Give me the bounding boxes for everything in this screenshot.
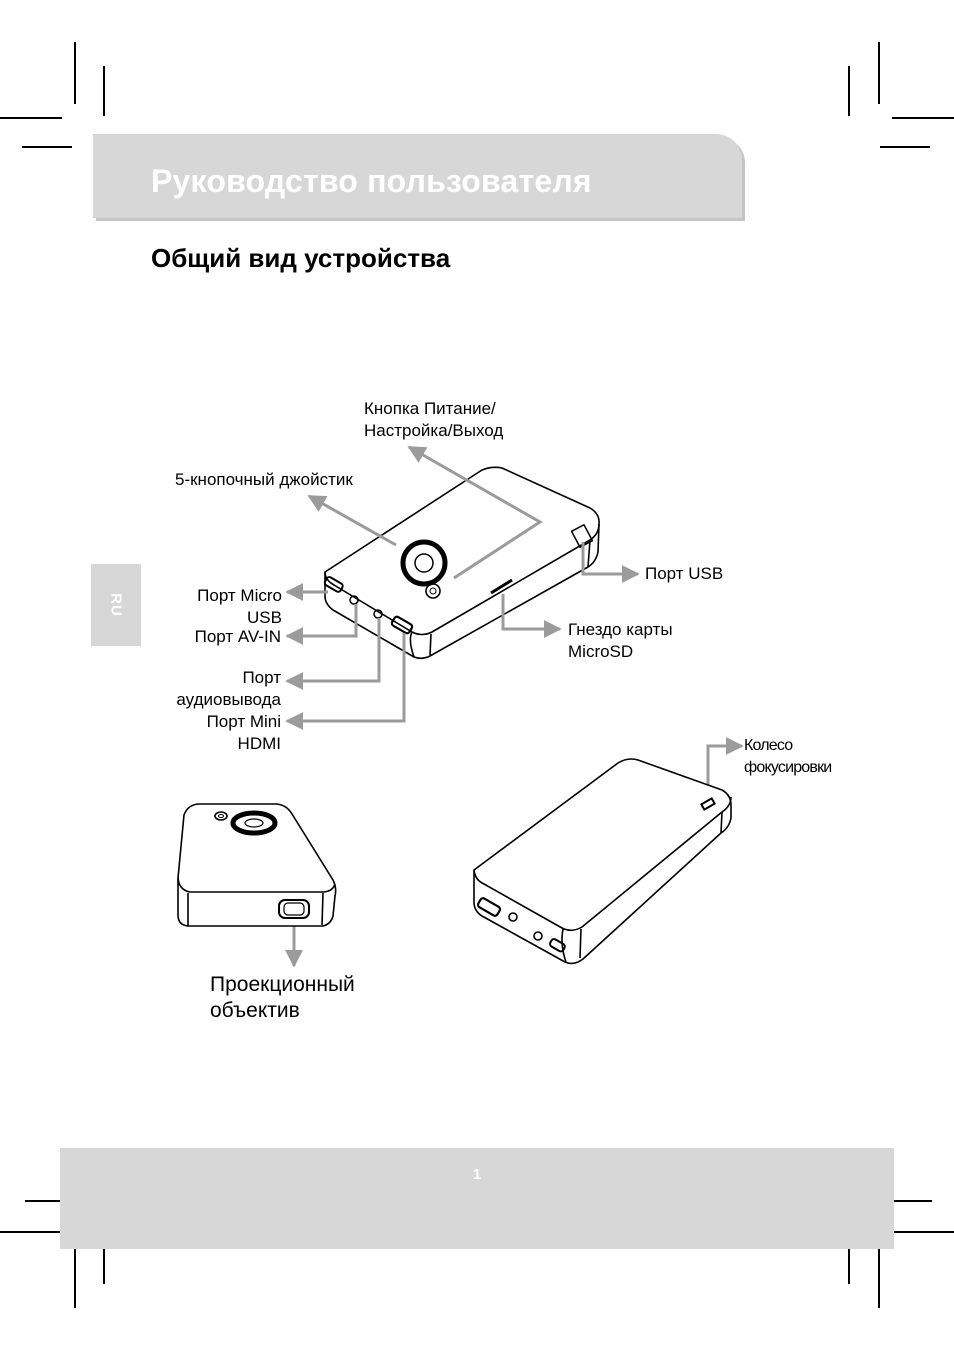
label-focus-wheel: Колесо фокусировки (744, 737, 832, 776)
language-tab (91, 564, 141, 646)
crop-mark (74, 42, 76, 104)
crop-mark (0, 1231, 62, 1233)
label-av-in: Порт AV-IN (194, 627, 281, 646)
crop-mark (848, 66, 850, 116)
label-usb-port: Порт USB (645, 564, 724, 583)
label-micro-usb: Порт Micro USB (197, 586, 282, 627)
section-title: Общий вид устройства (151, 243, 451, 273)
device-front-view (177, 803, 337, 927)
crop-mark (74, 1248, 76, 1308)
page-number: 1 (472, 1166, 482, 1183)
crop-mark (103, 66, 105, 116)
crop-mark (22, 146, 72, 148)
label-audio-out: Порт аудиовывода (176, 668, 281, 709)
crop-mark (880, 146, 930, 148)
footer-band: 1 (60, 1148, 894, 1249)
crop-mark (878, 1248, 880, 1308)
label-microsd-slot: Гнездо карты MicroSD (568, 620, 673, 661)
label-power-button: Кнопка Питание/ Настройка/Выход (364, 399, 504, 440)
crop-mark (894, 1200, 932, 1202)
label-mini-hdmi: Порт Mini HDMI (206, 712, 281, 753)
crop-mark (0, 117, 62, 119)
crop-mark (878, 42, 880, 104)
page-title: Руководство пользователя (151, 163, 592, 199)
device-back-view (473, 758, 732, 965)
label-joystick: 5-кнопочный джойстик (175, 470, 353, 489)
header-band (93, 134, 742, 218)
crop-mark (892, 117, 954, 119)
callout-arrows (285, 445, 744, 968)
label-projection-lens: Проекционный объектив (210, 973, 355, 1022)
crop-mark (894, 1231, 954, 1233)
crop-mark (103, 1248, 105, 1284)
crop-mark (848, 1248, 850, 1284)
crop-mark (25, 1200, 61, 1202)
